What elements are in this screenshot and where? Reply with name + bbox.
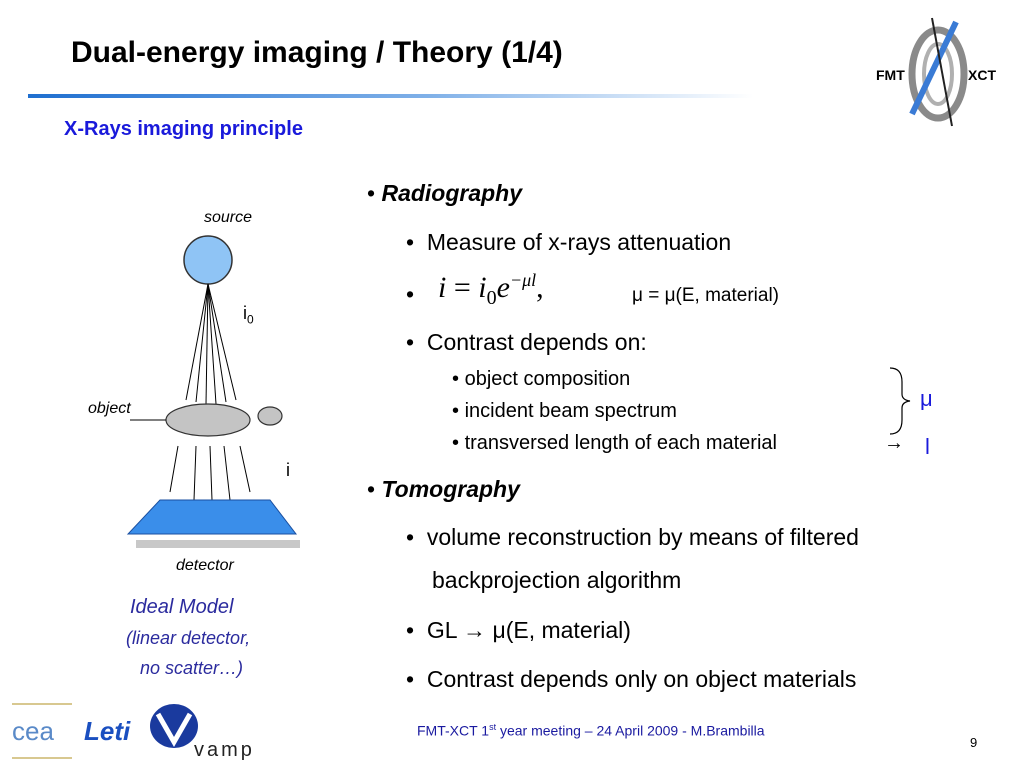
bullet-measure: • Measure of x-rays attenuation [406, 229, 732, 255]
formula-comma: , [536, 271, 544, 304]
footer-meeting-text: FMT-XCT 1st year meeting – 24 April 2009… [417, 722, 765, 739]
partner-logos: cea Leti vamp [12, 703, 255, 761]
model-note-line2: no scatter…) [140, 658, 244, 678]
contrast-text: Contrast depends on: [426, 329, 647, 355]
model-title: Ideal Model [130, 596, 234, 618]
l-symbol: l [925, 434, 930, 459]
mu-symbol: μ [920, 386, 933, 411]
i0-main: i [243, 303, 247, 323]
contrast-only-text: Contrast depends only on object material… [426, 666, 857, 692]
bullet-volume: • volume reconstruction by means of filt… [406, 524, 859, 550]
bullet-tomography: • Tomography [367, 476, 520, 502]
attenuation-formula: i = i0e−μl, [438, 270, 544, 310]
sub-item-spectrum: incident beam spectrum [464, 400, 677, 422]
formula-i0: i [478, 271, 487, 304]
bullet-contrast-only: • Contrast depends only on object materi… [406, 666, 857, 692]
page-title: Dual-energy imaging / Theory (1/4) [71, 36, 563, 69]
bullet-radiography: • Radiography [367, 180, 523, 206]
page-number: 9 [970, 735, 978, 750]
xray-diagram [126, 235, 300, 548]
sub-bullet-composition: • object composition [452, 368, 631, 390]
i-label: i [286, 460, 290, 480]
source-label: source [204, 209, 253, 226]
volume-line1: volume reconstruction by means of filter… [426, 524, 859, 550]
measure-text: Measure of x-rays attenuation [426, 229, 732, 255]
vamp-logo-icon [150, 704, 198, 748]
radiography-heading: Radiography [381, 180, 523, 206]
bullet-gl: • GL → μ(E, material) [406, 617, 631, 643]
formula-i: i [438, 271, 447, 304]
detector-label: detector [176, 557, 234, 574]
formula-equals: = [453, 271, 471, 304]
source-sphere [183, 235, 233, 285]
sub-bullet-length: • transversed length of each material [452, 432, 777, 454]
vamp-logo-text: vamp [194, 739, 255, 761]
object-body [165, 403, 251, 437]
model-note-line1: (linear detector, [126, 628, 251, 648]
bullet-formula-dot: • [406, 281, 415, 307]
formula-e: e [496, 271, 510, 304]
gl-text: GL → μ(E, material) [426, 617, 631, 643]
logo-xct-text: XCT [968, 67, 996, 83]
logo-fmt-text: FMT [876, 67, 905, 83]
section-subtitle: X-Rays imaging principle [64, 118, 303, 140]
bullet-contrast: • Contrast depends on: [406, 329, 647, 355]
tomography-heading: Tomography [381, 476, 520, 502]
object-head [257, 406, 283, 426]
leti-logo-text: Leti [84, 716, 131, 746]
title-divider [28, 94, 753, 98]
footer-text-sup: st [489, 722, 497, 732]
volume-line2: backprojection algorithm [432, 567, 682, 593]
object-label: object [88, 400, 131, 417]
fmt-xct-logo: FMT XCT [876, 17, 996, 127]
mu-relation: μ = μ(E, material) [632, 285, 780, 306]
sub-item-length: transversed length of each material [464, 432, 777, 454]
i0-subscript: 0 [247, 312, 254, 327]
sub-item-composition: object composition [464, 368, 631, 390]
formula-exponent: −μl [509, 270, 537, 290]
brace-icon [889, 367, 911, 435]
footer-text-before: FMT-XCT 1 [417, 722, 490, 739]
formula-i0-subscript: 0 [486, 287, 497, 309]
footer-text-after: year meeting – 24 April 2009 - M.Brambil… [496, 722, 765, 739]
sub-bullet-spectrum: • incident beam spectrum [452, 400, 677, 422]
arrow-to-l: → [884, 432, 904, 454]
i0-label: i0 [243, 303, 254, 327]
cea-logo-text: cea [12, 716, 54, 746]
detector-plate [126, 499, 298, 535]
